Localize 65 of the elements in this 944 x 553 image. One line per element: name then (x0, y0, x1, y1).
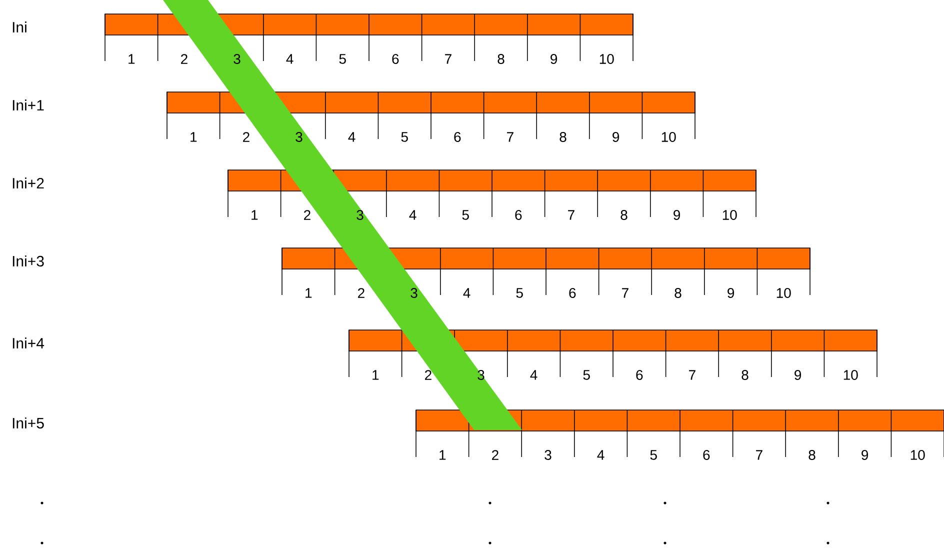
tick-label: 2 (492, 450, 498, 460)
tick-label: 7 (568, 210, 574, 220)
tick-label: 3 (410, 288, 418, 298)
tick-label: 5 (401, 132, 408, 142)
tick-label: 6 (703, 450, 710, 460)
tick-label: 2 (181, 54, 188, 64)
tick-label: 10 (776, 288, 791, 298)
row-label: Ini+2 (12, 178, 44, 188)
row-label: Ini+3 (12, 255, 44, 266)
tick-label: 6 (515, 210, 522, 220)
tick-label: 9 (674, 210, 680, 220)
tick-label: 5 (583, 370, 590, 380)
tick-label: 6 (454, 132, 461, 142)
tick-label: 1 (440, 450, 446, 460)
tick-label: 9 (612, 132, 620, 142)
tick-label: 3 (356, 210, 364, 220)
tick-label: 10 (722, 210, 737, 220)
tick-label: 9 (550, 54, 558, 64)
tick-label: 8 (808, 450, 816, 460)
tick-label: 6 (569, 288, 576, 298)
tick-label: 7 (689, 370, 696, 380)
tick-label: 10 (600, 54, 614, 64)
tick-label: 8 (560, 132, 566, 142)
tick-label: 1 (128, 54, 135, 64)
tick-label: 7 (756, 450, 762, 460)
tick-label: 9 (794, 370, 802, 380)
tick-label: 10 (844, 370, 858, 380)
tick-label: 10 (662, 132, 676, 142)
row-label: Ini+4 (12, 338, 44, 348)
tick-label: 8 (498, 54, 504, 64)
tick-label: 4 (597, 450, 604, 460)
row-label: Ini+5 (12, 417, 44, 428)
tick-label: 5 (650, 450, 657, 460)
tick-label: 7 (507, 132, 514, 142)
tick-label: 5 (339, 54, 346, 64)
row-label: Ini (12, 22, 26, 32)
tick-label: 4 (409, 210, 416, 220)
tick-label: 10 (910, 450, 925, 460)
tick-label: 1 (306, 288, 312, 298)
tick-label: 2 (304, 210, 310, 220)
tick-label: 4 (286, 54, 294, 64)
tick-label: 1 (372, 370, 379, 380)
tick-label: 5 (516, 288, 523, 298)
tick-label: 3 (544, 450, 552, 460)
tick-label: 4 (530, 370, 538, 380)
tick-label: 7 (622, 288, 628, 298)
tick-label: 8 (620, 210, 628, 220)
row-label: Ini+1 (12, 100, 44, 110)
tick-label: 9 (728, 288, 734, 298)
tick-label: 5 (462, 210, 469, 220)
tick-label: 7 (445, 54, 452, 64)
tick-label: 9 (862, 450, 868, 460)
tick-label: 4 (348, 132, 356, 142)
tick-label: 8 (742, 370, 748, 380)
tick-label: 1 (190, 132, 197, 142)
tick-label: 3 (296, 132, 302, 142)
tick-label: 2 (425, 370, 432, 380)
tick-label: 6 (392, 54, 399, 64)
tick-label: 2 (358, 288, 364, 298)
tick-label: 2 (243, 132, 250, 142)
tick-label: 4 (463, 288, 470, 298)
tick-label: 8 (674, 288, 682, 298)
tick-label: 6 (636, 370, 643, 380)
tick-label: 1 (252, 210, 258, 220)
tick-label: 3 (234, 54, 240, 64)
